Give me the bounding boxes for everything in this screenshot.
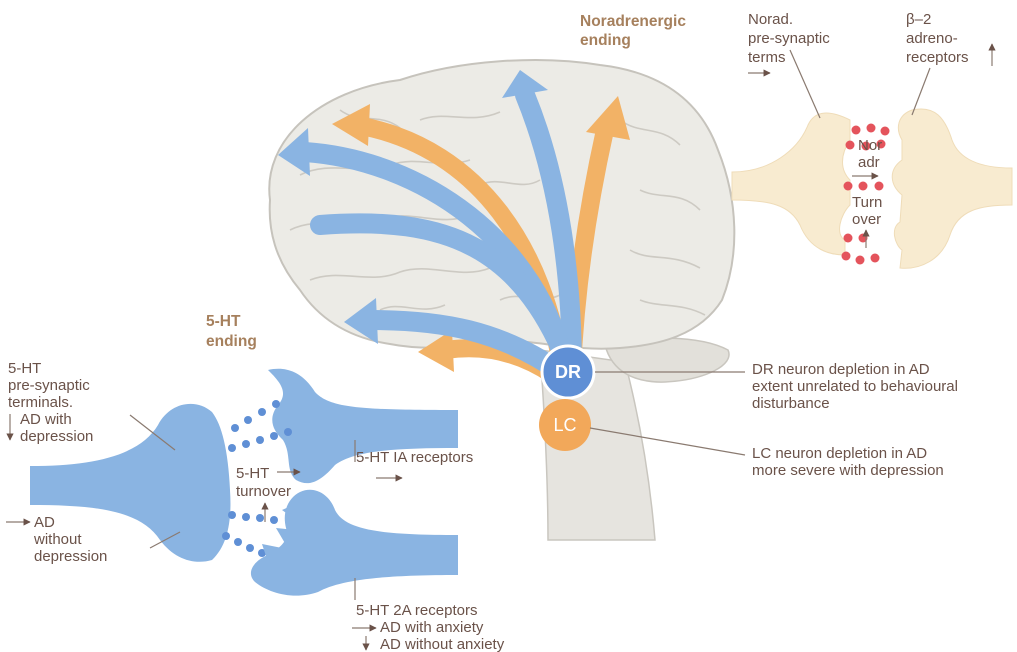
serotonin-presynaptic-line-2: pre-synaptic [8, 377, 90, 394]
ad-without-depression-line-2: without [33, 531, 82, 548]
serotonin-presynaptic-line-4: AD with [20, 411, 72, 428]
beta2-label-line-2: adreno- [906, 30, 958, 47]
ad-without-depression-line-3: depression [34, 548, 107, 565]
beta2-label-line-3: receptors [906, 49, 969, 66]
dr-annotation-line-2: extent unrelated to behavioural [752, 378, 958, 395]
norad-postsynaptic-terminal [892, 109, 1012, 268]
serotonin-turnover-line-1: 5-HT [236, 465, 269, 482]
ad-without-depression-line-1: AD [34, 514, 55, 531]
norad-presynaptic-line-2: pre-synaptic [748, 30, 830, 47]
lc-label: LC [553, 415, 576, 435]
serotonin-2a-receptors-label: 5-HT 2A receptors [356, 602, 477, 619]
noradrenergic-title-line-1: Noradrenergic [580, 13, 686, 30]
dr-annotation-line-3: disturbance [752, 395, 830, 412]
serotonin-title-line-2: ending [206, 333, 257, 350]
noradrenaline-label-line-1: Nor [858, 137, 882, 154]
noradrenaline-label-line-2: adr [858, 154, 880, 171]
serotonin-presynaptic-line-5: depression [20, 428, 93, 445]
serotonin-ending: 5-HT ending 5-HT turnover 5-HT pre-synap… [6, 313, 505, 652]
serotonin-1a-receptors-label: 5-HT IA receptors [356, 449, 473, 466]
ad-with-anxiety-label: AD with anxiety [380, 619, 484, 636]
norad-presynaptic-line-1: Norad. [748, 11, 793, 28]
turnover-label-line-2: over [852, 211, 881, 228]
dr-nucleus: DR [542, 346, 594, 398]
norad-presynaptic-terminal [732, 113, 850, 255]
lc-nucleus: LC [539, 399, 591, 451]
ad-without-anxiety-label: AD without anxiety [380, 636, 505, 652]
serotonin-title-line-1: 5-HT [206, 313, 241, 330]
dr-annotation-line-1: DR neuron depletion in AD [752, 361, 930, 378]
dr-label: DR [555, 362, 581, 382]
norad-presynaptic-line-3: terms [748, 49, 786, 66]
serotonin-1a-terminal [268, 369, 458, 483]
turnover-label-line-1: Turn [852, 194, 882, 211]
noradrenergic-title-line-2: ending [580, 32, 631, 49]
serotonin-presynaptic-line-1: 5-HT [8, 360, 41, 377]
serotonin-presynaptic-line-3: terminals. [8, 394, 73, 411]
lc-annotation-line-1: LC neuron depletion in AD [752, 445, 927, 462]
serotonin-turnover-line-2: turnover [236, 483, 291, 500]
beta2-label-line-1: β–2 [906, 11, 931, 28]
lc-annotation-line-2: more severe with depression [752, 462, 944, 479]
brain-illustration [269, 60, 734, 540]
